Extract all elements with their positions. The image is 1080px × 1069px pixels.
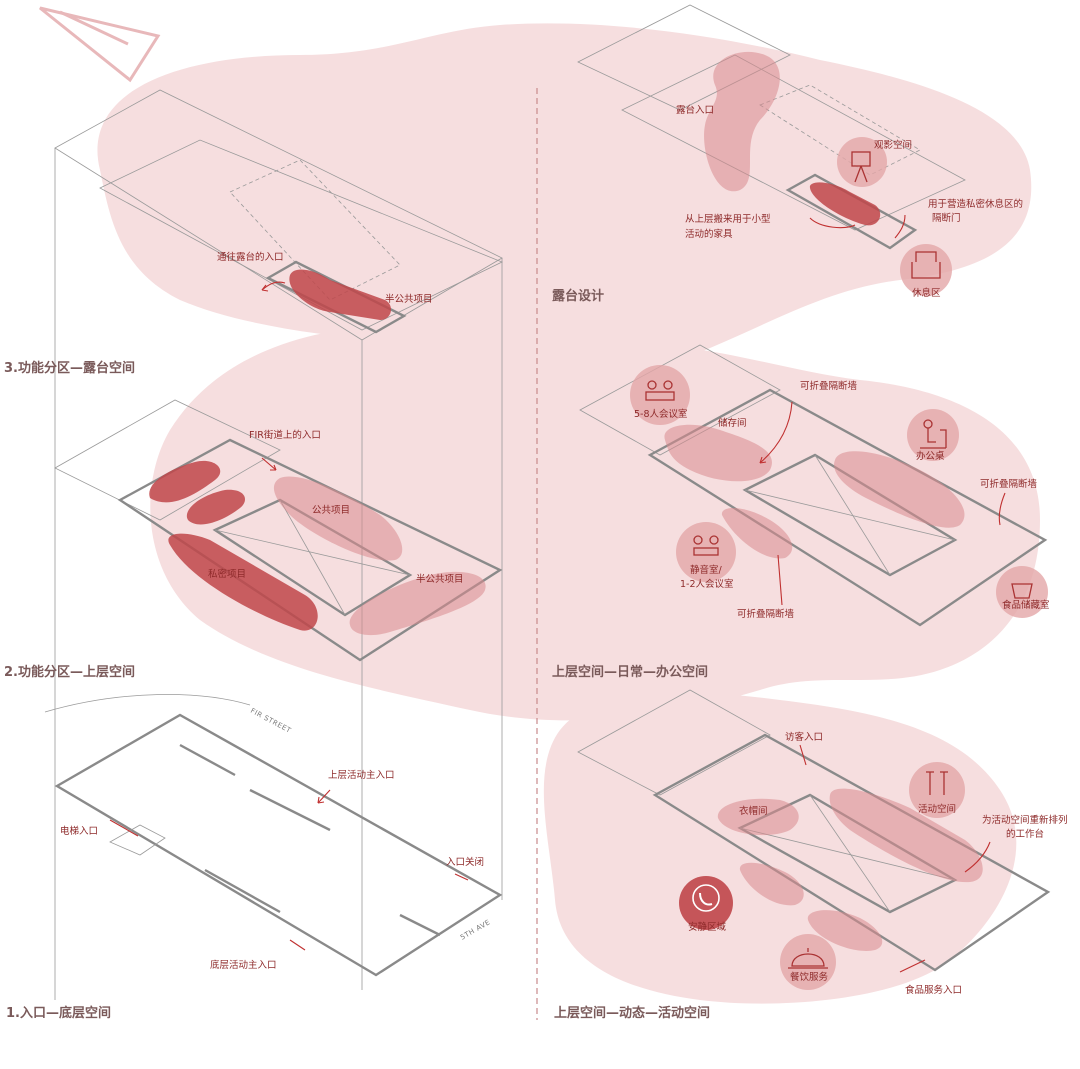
armchair-icon bbox=[900, 244, 952, 296]
label-screening: 观影空间 bbox=[874, 139, 912, 151]
office-plan bbox=[579, 344, 1048, 627]
food-storage-icon bbox=[996, 566, 1048, 618]
section-title-terrace-design: 露台设计 bbox=[552, 288, 604, 304]
terrace-zoning-plan bbox=[54, 89, 503, 341]
label-cloakroom: 衣帽间 bbox=[739, 805, 768, 817]
section-title-upper-zoning: 2.功能分区—上层空间 bbox=[4, 664, 135, 680]
label-rearrange-line2: 的工作台 bbox=[1006, 828, 1044, 840]
camera-icon bbox=[837, 137, 887, 187]
label-desk: 办公桌 bbox=[916, 450, 945, 462]
label-folding-wall-2: 可折叠隔断墙 bbox=[980, 478, 1038, 490]
label-public: 公共项目 bbox=[312, 505, 350, 516]
event-plan bbox=[577, 689, 1051, 973]
label-visitor-entry: 访客入口 bbox=[785, 731, 823, 743]
projection-lines bbox=[54, 148, 503, 1000]
label-rearrange-line1: 为活动空间重新排列 bbox=[982, 814, 1068, 826]
upper-zoning-plan bbox=[54, 399, 503, 662]
label-storage: 储存间 bbox=[718, 417, 747, 429]
label-quiet-line1: 静音室/ bbox=[690, 564, 723, 576]
label-semi-public-mid: 半公共项目 bbox=[416, 573, 464, 585]
quiet-room-icon bbox=[676, 522, 736, 582]
cloche-icon bbox=[780, 934, 836, 990]
terrace-design-plan bbox=[577, 4, 966, 250]
label-terrace-entry: 露台入口 bbox=[676, 104, 714, 116]
section-title-upper-dynamic: 上层空间—动态—活动空间 bbox=[554, 1005, 710, 1021]
label-semi-public-top: 半公共项目 bbox=[385, 293, 433, 305]
label-fir-entry: FIR街道上的入口 bbox=[249, 429, 321, 441]
label-ground-main-entry: 底层活动主入口 bbox=[210, 959, 277, 971]
label-food-service-entry: 食品服务入口 bbox=[905, 984, 962, 996]
section-title-terrace-zoning: 3.功能分区—露台空间 bbox=[4, 360, 135, 376]
label-furniture-line2: 活动的家具 bbox=[685, 228, 733, 240]
celebration-icon bbox=[909, 762, 965, 818]
label-food-storage: 食品储藏室 bbox=[1002, 599, 1050, 611]
label-meeting-58: 5-8人会议室 bbox=[634, 408, 688, 420]
phone-icon bbox=[679, 876, 733, 930]
section-title-upper-daily: 上层空间—日常—办公空间 bbox=[552, 664, 708, 680]
label-event-space: 活动空间 bbox=[918, 803, 956, 815]
label-folding-wall-1: 可折叠隔断墙 bbox=[800, 380, 858, 392]
label-elevator-entry: 电梯入口 bbox=[60, 825, 98, 837]
label-lounge: 休息区 bbox=[912, 287, 941, 299]
label-catering: 餐饮服务 bbox=[790, 971, 829, 983]
street-label-fir: FIR STREET bbox=[249, 707, 293, 735]
meeting-icon bbox=[630, 365, 690, 425]
label-partition-line2: 隔断门 bbox=[932, 212, 961, 224]
label-quiet-line2: 1-2人会议室 bbox=[680, 578, 734, 590]
label-quiet-zone: 安静区域 bbox=[688, 921, 727, 933]
terrace-zone-bubble bbox=[97, 23, 1032, 372]
ground-plan bbox=[44, 694, 503, 977]
desk-icon bbox=[907, 409, 959, 461]
label-to-terrace-entry: 通往露台的入口 bbox=[217, 251, 284, 263]
label-folding-wall-3: 可折叠隔断墙 bbox=[737, 608, 795, 620]
section-title-ground-entry: 1.入口—底层空间 bbox=[6, 1005, 111, 1021]
event-zone-bubble bbox=[543, 691, 1017, 1004]
label-partition-line1: 用于营造私密休息区的 bbox=[928, 198, 1023, 210]
label-furniture-line1: 从上层搬来用于小型 bbox=[685, 213, 771, 225]
compass-arrow-icon bbox=[39, 6, 161, 83]
label-upper-main-entry: 上层活动主入口 bbox=[328, 769, 395, 781]
label-private: 私密项目 bbox=[208, 568, 246, 580]
street-label-fifth: 5TH AVE bbox=[459, 918, 492, 942]
label-entry-closed: 入口关闭 bbox=[446, 856, 484, 868]
upper-zone-bubble bbox=[150, 324, 1040, 721]
